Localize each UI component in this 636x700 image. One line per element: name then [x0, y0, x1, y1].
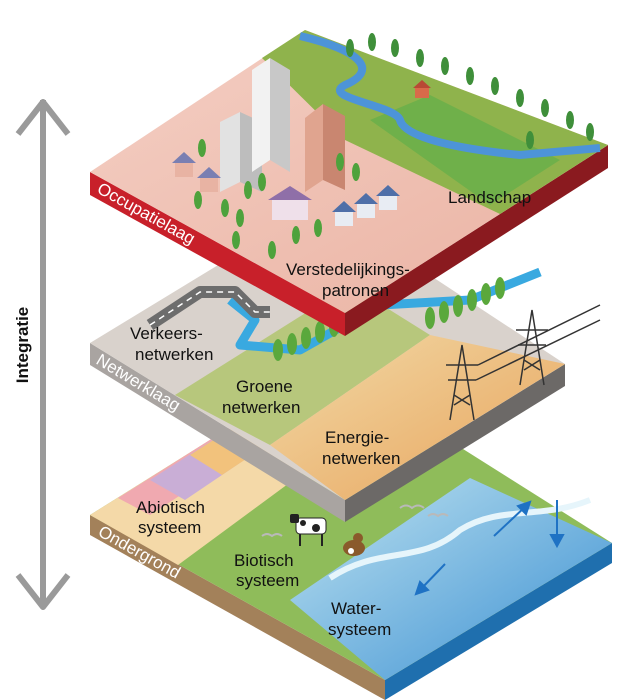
city-trees-icon [194, 139, 360, 259]
subsurface-right-side [385, 543, 612, 700]
power-pylon-icon [446, 304, 601, 421]
bird-icons [261, 504, 449, 538]
traffic-label-line1: Verkeers- [130, 324, 203, 343]
network-left-side [90, 343, 345, 522]
network-right-side [345, 364, 565, 522]
arrow-up-icon [15, 99, 71, 136]
water-label-line1: Water- [331, 599, 381, 618]
biotic-label-line2: systeem [236, 571, 299, 590]
lying-cow-icon [343, 533, 365, 556]
house-icons [172, 152, 400, 226]
water-flow-arrows [414, 500, 565, 596]
abiotic-label-line1: Abiotisch [136, 498, 205, 517]
arrow-down-icon [15, 573, 71, 610]
urban-label-line1: Verstedelijkings- [286, 260, 410, 279]
traffic-label-line2: netwerken [135, 345, 213, 364]
green-network-zone [175, 285, 430, 445]
road [146, 286, 270, 331]
biotic-label-line1: Biotisch [234, 551, 294, 570]
water-zone [290, 478, 612, 680]
energy-network-zone [270, 335, 565, 500]
green-label-line2: netwerken [222, 398, 300, 417]
water-label-line2: systeem [328, 620, 391, 639]
network-layer: Netwerklaag Verkeers- netwerken Groene n… [90, 203, 601, 522]
occupation-right-side [345, 145, 608, 336]
subsurface-left-side [90, 515, 385, 700]
green-label-line1: Groene [236, 377, 293, 396]
landscape-label: Landschap [448, 188, 531, 207]
energy-label-line2: netwerken [322, 449, 400, 468]
occupation-layer: Occupatielaag Landschap Verstedelijkings… [90, 30, 608, 336]
integration-axis: Integratie [13, 99, 71, 610]
water-wave [328, 497, 592, 581]
river [299, 32, 601, 160]
axis-label: Integratie [13, 307, 32, 384]
cow-icon [290, 514, 327, 546]
farm-house-icon [413, 80, 431, 98]
energy-label-line1: Energie- [325, 428, 389, 447]
urban-label-line2: patronen [322, 281, 389, 300]
abiotic-label-line2: systeem [138, 518, 201, 537]
occupation-left-side [90, 172, 345, 336]
forest-icon [346, 33, 594, 149]
